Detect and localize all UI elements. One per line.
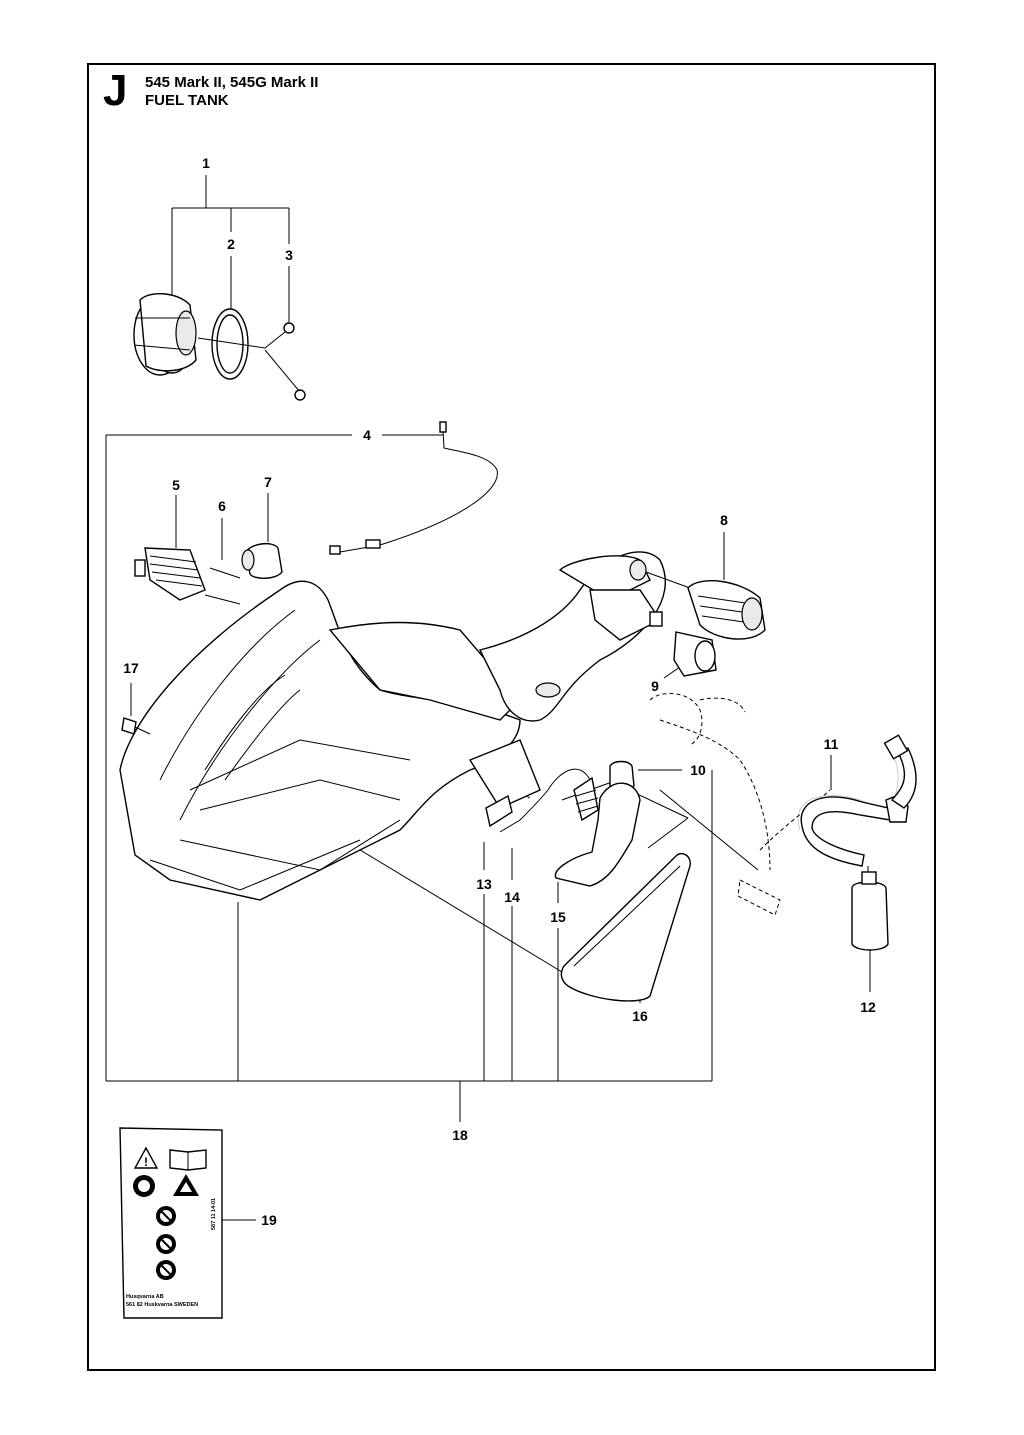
callout-3: 3 — [285, 247, 293, 263]
callout-11: 11 — [824, 736, 839, 752]
callout-5: 5 — [172, 477, 180, 493]
fuel-tank-body — [119, 551, 666, 901]
manual-book-icon — [169, 1149, 207, 1171]
no-one-hand-icon — [156, 1206, 176, 1226]
decal-address: 561 82 Huskvarna SWEDEN — [126, 1302, 198, 1308]
no-smoking-icon — [156, 1234, 176, 1254]
callout-12: 12 — [860, 999, 876, 1015]
warning-triangle-icon: ! — [133, 1146, 159, 1169]
callout-numbers: 1 2 3 4 5 6 7 8 9 10 11 12 13 14 15 16 1… — [123, 155, 876, 1228]
callout-15: 15 — [550, 909, 566, 925]
callout-6: 6 — [218, 498, 226, 514]
front-vibration-damper — [629, 559, 766, 677]
no-open-flame-icon — [156, 1260, 176, 1280]
page-frame — [87, 63, 936, 1371]
callout-2: 2 — [227, 236, 235, 252]
fuel-cap-assembly — [133, 293, 306, 401]
section-letter: J — [103, 66, 128, 115]
callout-17: 17 — [123, 660, 139, 676]
callout-10: 10 — [690, 762, 706, 778]
warning-decal: ! 587 11 14-01 Husqvar — [119, 1127, 223, 1319]
decal-company: Husqvarna AB — [126, 1294, 164, 1300]
callout-1: 1 — [202, 155, 210, 171]
throttle-cable — [329, 421, 498, 555]
kickback-warning-icon — [173, 1174, 199, 1196]
callout-8: 8 — [720, 512, 728, 528]
protective-gear-icon — [133, 1175, 155, 1197]
rear-vibration-dampers — [134, 542, 283, 605]
callout-18: 18 — [452, 1127, 468, 1143]
callout-9: 9 — [651, 678, 659, 694]
callout-4: 4 — [363, 427, 371, 443]
svg-text:!: ! — [144, 1155, 148, 1169]
decal-part-code: 587 11 14-01 — [211, 1198, 217, 1230]
model-name: 545 Mark II, 545G Mark II — [145, 74, 319, 91]
callout-13: 13 — [476, 876, 492, 892]
screw-part-17 — [121, 717, 151, 735]
callout-16: 16 — [632, 1008, 648, 1024]
throttle-trigger-parts — [485, 768, 691, 1002]
callout-19: 19 — [261, 1212, 277, 1228]
callout-7: 7 — [264, 474, 272, 490]
section-title: FUEL TANK — [145, 92, 229, 109]
callout-14: 14 — [504, 889, 520, 905]
